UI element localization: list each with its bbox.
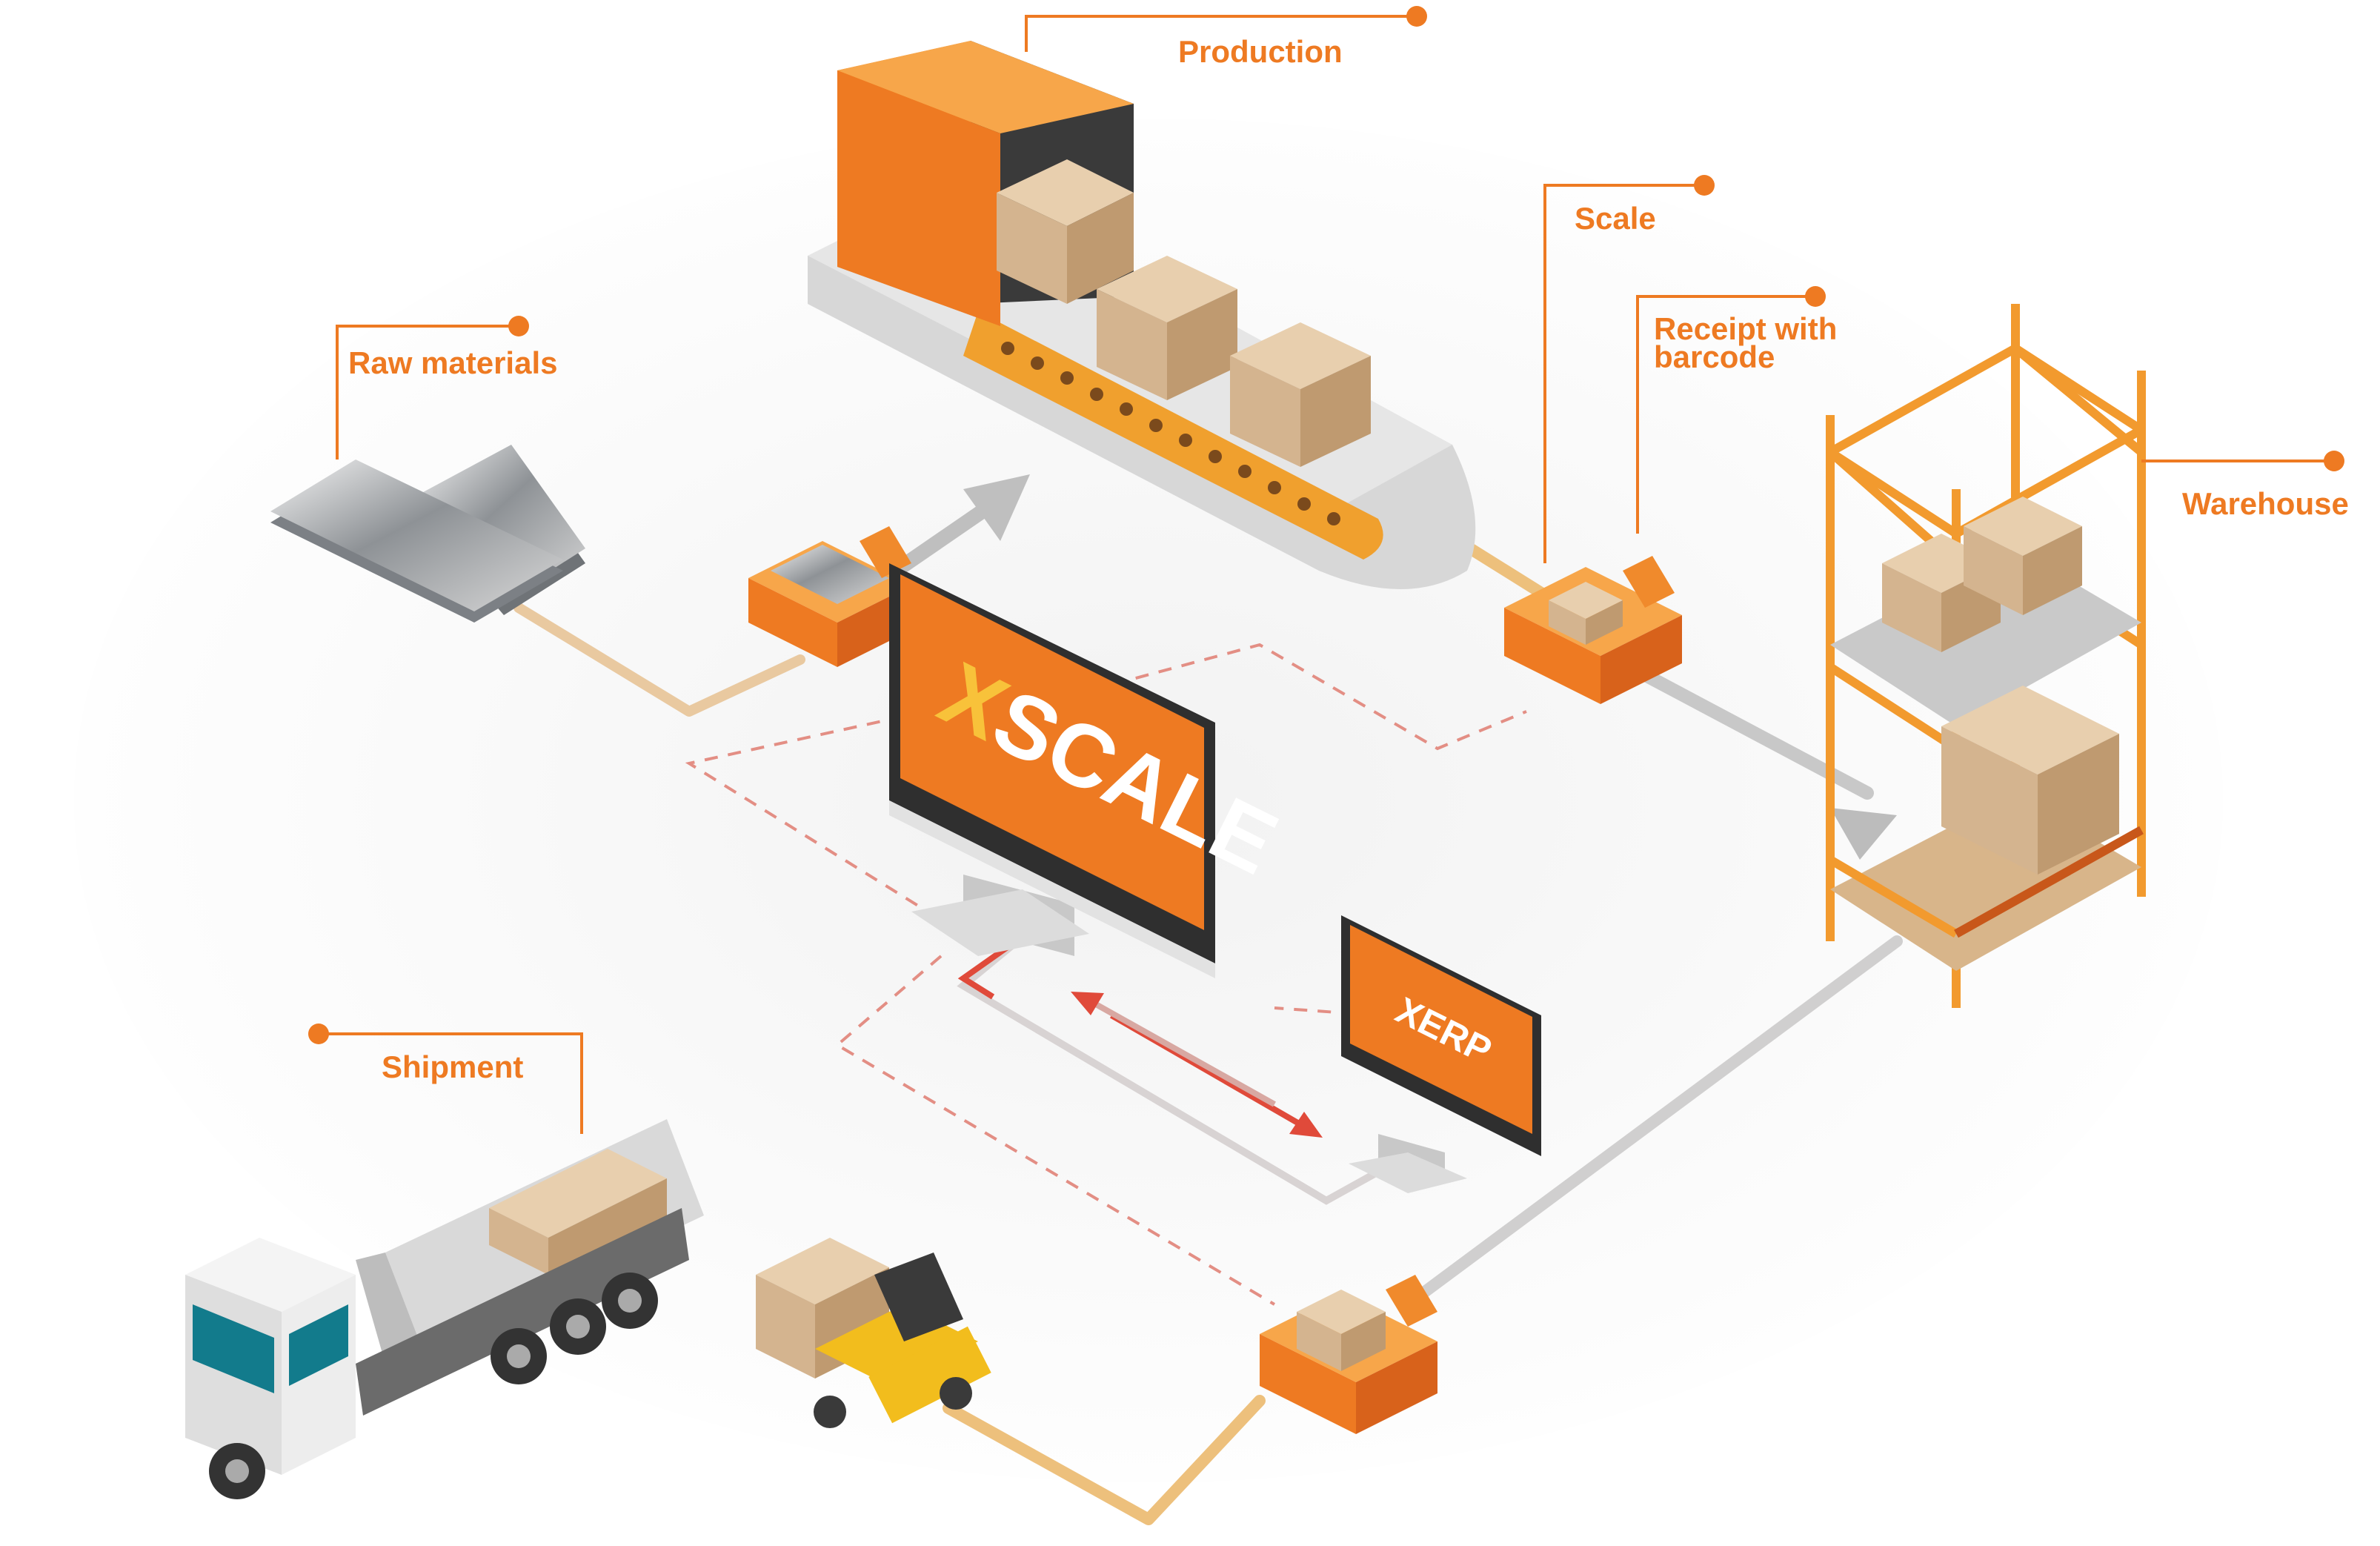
flow-warehouse-to-scale (1402, 935, 1903, 1310)
label-production: Production (1178, 34, 1343, 69)
leader-production (1025, 15, 1408, 52)
forklift-icon (756, 1238, 991, 1428)
label-raw-materials: Raw materials (348, 345, 558, 380)
label-scale: Scale (1575, 201, 1656, 236)
scale-icon (748, 526, 911, 667)
leader-raw-materials (336, 325, 519, 460)
leader-scale (1543, 184, 1704, 563)
cardboard-box (997, 159, 1134, 304)
warehouse-rack-icon (1826, 304, 2146, 1008)
label-warehouse: Warehouse (2182, 486, 2349, 521)
leader-shipment (319, 1032, 583, 1134)
label-receipt-line1: Receipt with (1654, 311, 1838, 346)
label-receipt-line2: barcode (1654, 339, 1775, 374)
monitor-icon: XERP (1341, 915, 1541, 1193)
label-leaders (319, 15, 2334, 1134)
production-conveyor-icon (808, 41, 1476, 589)
raw-materials-plates-icon (270, 445, 585, 623)
cardboard-box (1097, 256, 1237, 400)
flow-scale-to-forklift (943, 1395, 1266, 1525)
leader-receipt (1636, 295, 1815, 534)
arrow-to-xscale (1088, 998, 1276, 1107)
truck-icon (185, 1119, 704, 1499)
cardboard-box (1230, 322, 1371, 467)
scale-icon (1260, 1275, 1437, 1434)
scale-icon (1504, 556, 1682, 704)
arrow-to-warehouse (1830, 808, 1897, 860)
label-dots (308, 6, 2344, 1044)
data-links (685, 643, 1527, 1306)
label-shipment: Shipment (382, 1049, 524, 1084)
flow-raw-to-scale (513, 603, 805, 717)
label-receipt-with-barcode: Receipt with barcode (1654, 311, 1838, 374)
